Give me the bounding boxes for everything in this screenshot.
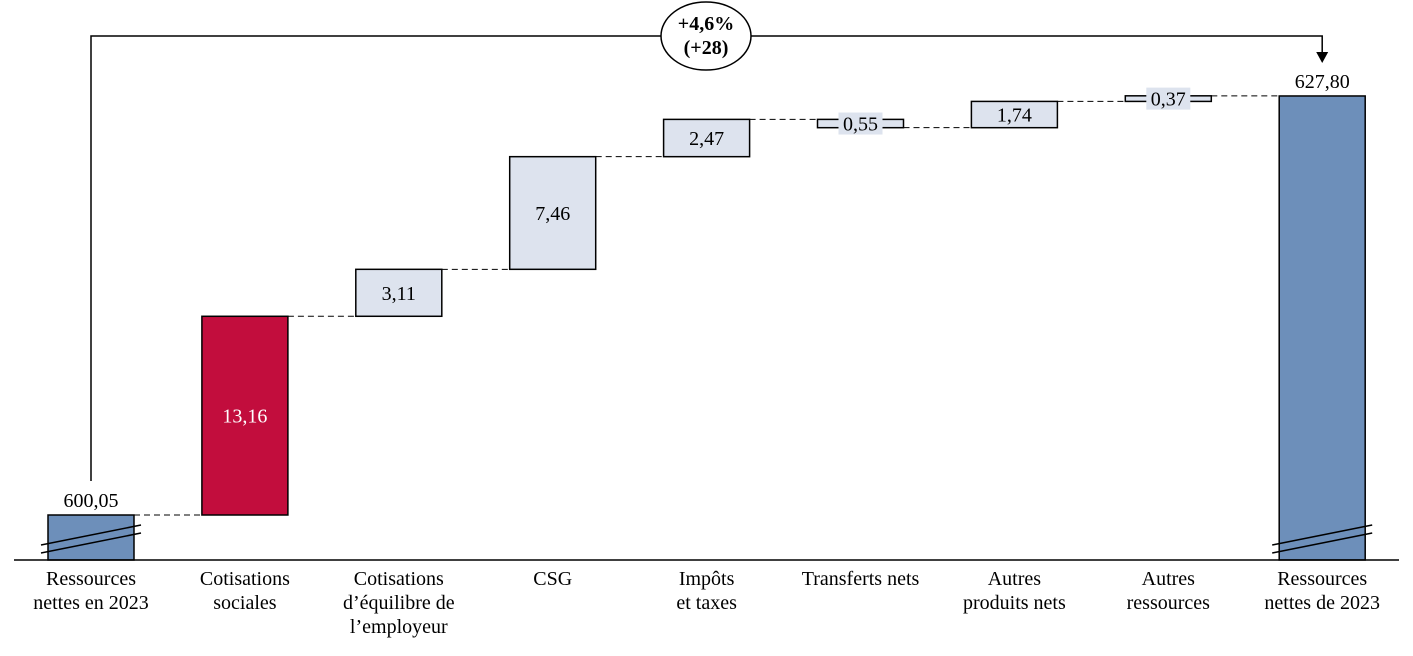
data-label: 13,16 (222, 406, 267, 428)
bar (508, 155, 597, 271)
data-label: 600,05 (64, 490, 119, 512)
label-bg (1146, 87, 1191, 110)
category-label: Ressources (46, 568, 136, 590)
bar (970, 100, 1059, 129)
category-label: ressources (1127, 592, 1211, 614)
data-label: 0,55 (843, 114, 878, 136)
category-label: Autres (988, 568, 1042, 590)
category-label: CSG (533, 568, 572, 590)
bar (201, 315, 289, 516)
data-label: 627,80 (1295, 71, 1350, 93)
label-bg (838, 112, 883, 135)
annotation-percent: +4,6% (678, 13, 734, 35)
bar (662, 118, 751, 158)
category-label: Cotisations (354, 568, 444, 590)
category-label: d’équilibre de (343, 592, 455, 614)
data-label: 7,46 (535, 203, 570, 225)
bar (1278, 95, 1366, 561)
category-label: et taxes (676, 592, 737, 614)
category-label: produits nets (963, 592, 1066, 614)
data-label: 2,47 (689, 128, 724, 150)
axis-break-mark (1272, 532, 1373, 554)
category-label: nettes de 2023 (1264, 592, 1380, 614)
category-label: sociales (213, 592, 277, 614)
category-label: Autres (1142, 568, 1196, 590)
arrow-head-icon (1316, 52, 1329, 63)
category-label: nettes en 2023 (33, 592, 149, 614)
annotation-ellipse (660, 1, 752, 71)
axis-break-mark (40, 532, 142, 554)
annotation-amount: (+28) (684, 37, 729, 59)
data-label: 1,74 (997, 105, 1032, 127)
data-label: 3,11 (382, 283, 416, 305)
data-label: 0,37 (1151, 89, 1186, 111)
category-label: Transferts nets (802, 568, 920, 590)
category-label: Impôts (679, 568, 735, 590)
axis-break-mark (1272, 524, 1373, 546)
category-label: Cotisations (200, 568, 290, 590)
category-label: Ressources (1277, 568, 1367, 590)
axis-break-mark (40, 524, 142, 546)
category-label: l’employeur (350, 616, 448, 638)
bar (355, 268, 443, 318)
